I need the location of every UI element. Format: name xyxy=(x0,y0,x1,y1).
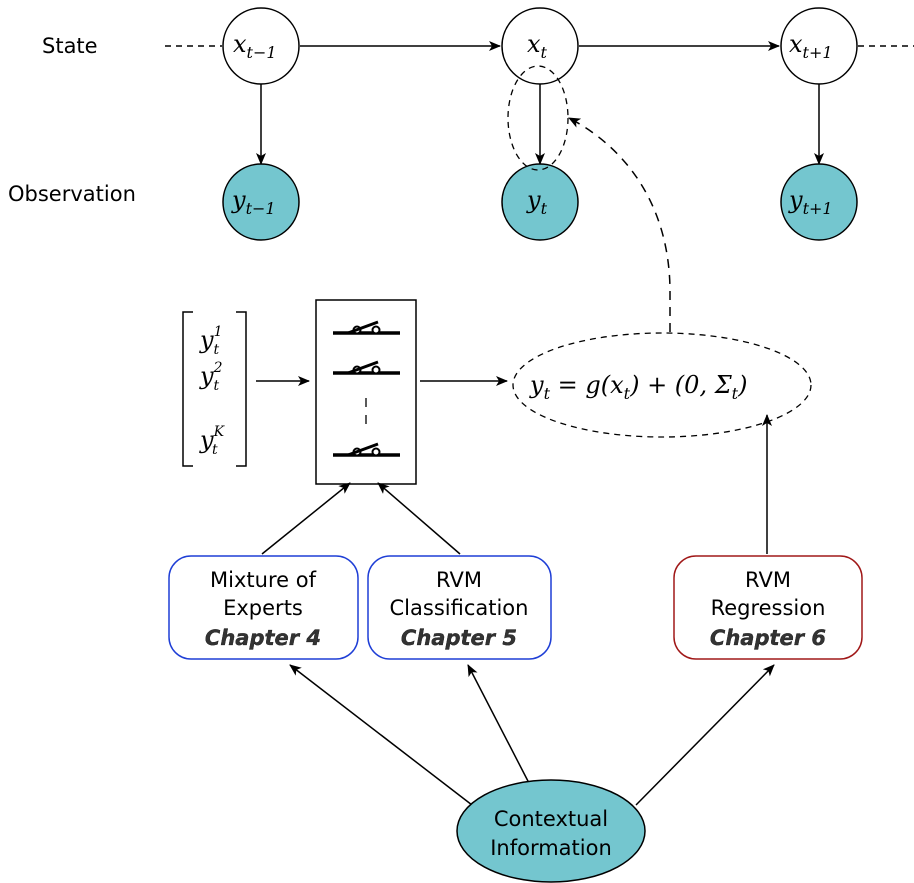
context-to-regression-arrow xyxy=(635,664,775,806)
state-node-current: xt xyxy=(501,7,579,85)
observation-node-next: yt+1 xyxy=(780,163,858,241)
svg-text:RVM: RVM xyxy=(745,568,791,592)
emission-highlight-ellipse xyxy=(507,65,569,171)
switch-box xyxy=(315,299,417,485)
svg-text:Classification: Classification xyxy=(390,596,529,620)
observation-row-label: Observation xyxy=(8,182,136,206)
state-row-label: State xyxy=(42,34,98,58)
svg-text:Experts: Experts xyxy=(223,596,303,620)
svg-text:Information: Information xyxy=(490,836,612,860)
observation-equation: yt = g(xt) + (0, Σt) xyxy=(512,332,812,438)
svg-text:Chapter 4: Chapter 4 xyxy=(205,626,321,650)
classification-to-switch-arrow xyxy=(377,482,461,555)
svg-text:Chapter 5: Chapter 5 xyxy=(401,626,517,650)
contextual-information-node: Contextual Information xyxy=(456,779,646,883)
switch-icon-2 xyxy=(333,360,400,375)
svg-text:Regression: Regression xyxy=(711,596,826,620)
svg-text:yt−1: yt−1 xyxy=(231,186,276,218)
svg-text:yt: yt xyxy=(526,186,548,218)
experts-to-switch-arrow xyxy=(261,482,351,555)
observation-node-current: yt xyxy=(501,163,579,241)
context-to-experts-arrow xyxy=(289,664,473,806)
state-node-prev: xt−1 xyxy=(222,7,300,85)
mixture-of-experts-box: Mixture of Experts Chapter 4 xyxy=(168,555,359,660)
equation-to-emission-arrow xyxy=(568,117,671,332)
rvm-classification-box: RVM Classification Chapter 5 xyxy=(367,555,552,660)
svg-text:xt: xt xyxy=(527,30,548,62)
svg-text:yt+1: yt+1 xyxy=(788,186,833,218)
switch-icon-1 xyxy=(333,320,400,335)
svg-text:yt = g(xt) + (0, Σt): yt = g(xt) + (0, Σt) xyxy=(529,371,747,403)
svg-text:xt−1: xt−1 xyxy=(233,30,277,62)
state-node-next: xt+1 xyxy=(780,7,858,85)
observation-node-prev: yt−1 xyxy=(222,163,300,241)
svg-text:Chapter 6: Chapter 6 xyxy=(710,626,826,650)
svg-text:xt+1: xt+1 xyxy=(789,30,833,62)
rvm-regression-box: RVM Regression Chapter 6 xyxy=(673,555,863,660)
svg-text:Mixture of: Mixture of xyxy=(210,568,317,592)
switch-icon-k xyxy=(333,442,400,457)
svg-text:RVM: RVM xyxy=(436,568,482,592)
svg-text:Contextual: Contextual xyxy=(494,807,608,831)
context-to-classification-arrow xyxy=(467,664,531,786)
